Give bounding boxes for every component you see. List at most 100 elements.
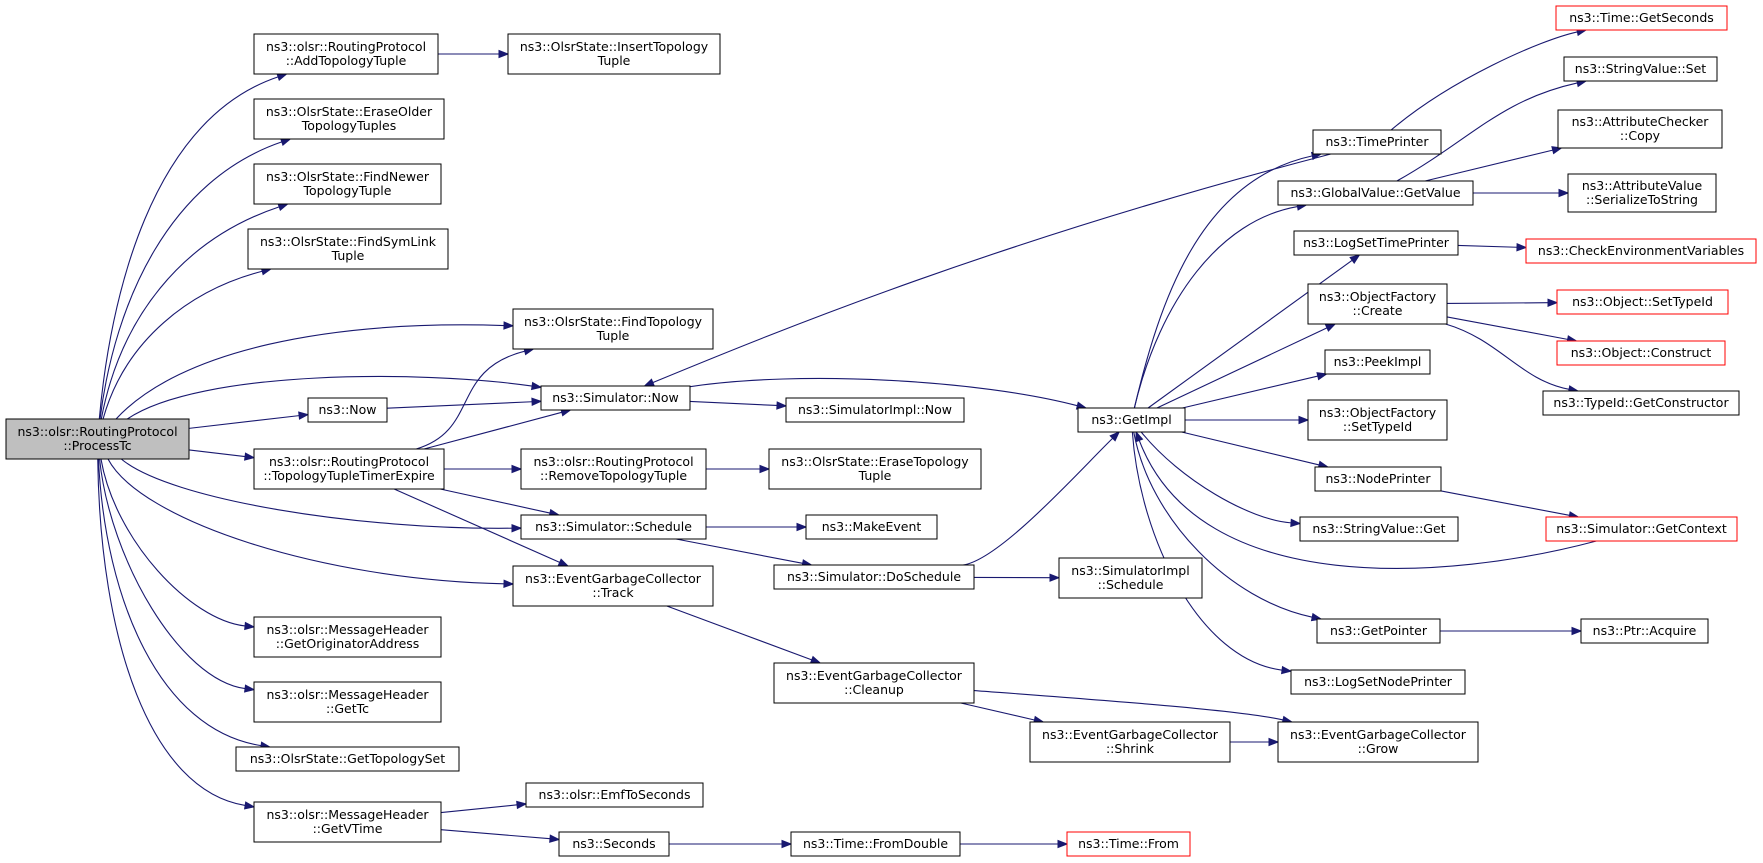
node-box	[307, 397, 388, 423]
node-time-get-seconds[interactable]: ns3::Time::GetSeconds	[1555, 5, 1728, 31]
node-object-factory-set-type-id[interactable]: ns3::ObjectFactory::SetTypeId	[1307, 399, 1448, 441]
node-object-factory-create[interactable]: ns3::ObjectFactory::Create	[1307, 283, 1448, 325]
edge-line	[1440, 490, 1570, 516]
edge-line	[100, 458, 246, 627]
node-egc-cleanup[interactable]: ns3::EventGarbageCollector::Cleanup	[773, 662, 975, 704]
node-label: ns3::OlsrState::EraseOlder	[266, 104, 433, 119]
edge-line	[1424, 149, 1553, 182]
call-edge	[1135, 430, 1597, 569]
node-get-originator-address[interactable]: ns3::olsr::MessageHeader::GetOriginatorA…	[253, 616, 442, 658]
node-box	[1557, 109, 1723, 149]
node-box	[768, 448, 982, 490]
edge-line	[100, 206, 280, 420]
node-seconds[interactable]: ns3::Seconds	[558, 831, 670, 857]
node-ptr-acquire[interactable]: ns3::Ptr::Acquire	[1580, 618, 1709, 644]
call-edge	[440, 829, 561, 843]
node-string-value-get[interactable]: ns3::StringValue::Get	[1299, 516, 1459, 542]
arrowhead	[1057, 839, 1069, 849]
node-string-value-set[interactable]: ns3::StringValue::Set	[1563, 56, 1718, 82]
node-emf-to-seconds[interactable]: ns3::olsr::EmfToSeconds	[525, 782, 704, 808]
node-simulator-impl-now[interactable]: ns3::SimulatorImpl::Now	[785, 397, 965, 423]
node-get-pointer[interactable]: ns3::GetPointer	[1316, 618, 1441, 644]
node-object-construct[interactable]: ns3::Object::Construct	[1556, 340, 1726, 366]
arrowhead	[643, 378, 655, 387]
node-get-impl[interactable]: ns3::GetImpl	[1077, 407, 1186, 433]
node-topology-tuple-timer-expire[interactable]: ns3::olsr::RoutingProtocol::TopologyTupl…	[253, 448, 445, 490]
call-edge	[102, 267, 273, 420]
node-time-printer[interactable]: ns3::TimePrinter	[1312, 129, 1442, 155]
node-label: ::Grow	[1358, 741, 1399, 756]
arrowhead	[511, 464, 523, 474]
node-now[interactable]: ns3::Now	[307, 397, 388, 423]
node-make-event[interactable]: ns3::MakeEvent	[805, 514, 938, 540]
node-box	[253, 681, 442, 723]
call-edge	[188, 449, 256, 461]
node-box	[507, 33, 721, 75]
node-box	[1542, 390, 1740, 416]
node-object-set-type-id[interactable]: ns3::Object::SetTypeId	[1556, 289, 1729, 315]
node-node-printer[interactable]: ns3::NodePrinter	[1314, 466, 1442, 492]
node-do-schedule[interactable]: ns3::Simulator::DoSchedule	[773, 564, 975, 590]
node-process-tc[interactable]: ns3::olsr::RoutingProtocol::ProcessTc	[5, 418, 190, 460]
node-get-topology-set[interactable]: ns3::OlsrState::GetTopologySet	[235, 746, 460, 772]
node-attribute-checker-copy[interactable]: ns3::AttributeChecker::Copy	[1557, 109, 1723, 149]
node-simulator-schedule[interactable]: ns3::Simulator::Schedule	[520, 514, 707, 540]
call-edge	[1446, 316, 1578, 344]
arrowhead	[557, 558, 570, 567]
node-box	[1567, 173, 1717, 213]
edge-line	[393, 488, 560, 563]
arrowhead	[503, 579, 515, 589]
edge-line	[416, 350, 525, 450]
node-time-from[interactable]: ns3::Time::From	[1066, 831, 1191, 857]
node-get-tc[interactable]: ns3::olsr::MessageHeader::GetTc	[253, 681, 442, 723]
node-egc-track[interactable]: ns3::EventGarbageCollector::Track	[512, 565, 714, 607]
arrowhead	[279, 138, 292, 147]
call-edge	[1133, 202, 1308, 409]
node-check-env-vars[interactable]: ns3::CheckEnvironmentVariables	[1525, 238, 1757, 264]
node-label: ns3::GetPointer	[1330, 623, 1428, 638]
node-log-set-time-printer[interactable]: ns3::LogSetTimePrinter	[1293, 230, 1459, 256]
node-remove-topology-tuple[interactable]: ns3::olsr::RoutingProtocol::RemoveTopolo…	[520, 448, 707, 490]
node-add-topology-tuple[interactable]: ns3::olsr::RoutingProtocol::AddTopologyT…	[253, 33, 439, 75]
node-box	[253, 616, 442, 658]
node-box	[1277, 721, 1479, 763]
node-label: ::SerializeToString	[1586, 192, 1698, 207]
node-peek-impl[interactable]: ns3::PeekImpl	[1324, 349, 1431, 375]
node-egc-shrink[interactable]: ns3::EventGarbageCollector::Shrink	[1029, 721, 1231, 763]
arrowhead	[1324, 323, 1337, 332]
arrowhead	[276, 73, 288, 82]
node-box	[253, 33, 439, 75]
arrowhead	[796, 522, 808, 532]
edge-line	[423, 411, 562, 450]
node-type-id-get-constructor[interactable]: ns3::TypeId::GetConstructor	[1542, 390, 1740, 416]
edge-line	[973, 689, 1284, 721]
edge-line	[675, 538, 803, 564]
node-label: ns3::EventGarbageCollector	[1290, 727, 1467, 742]
node-box	[1580, 618, 1709, 644]
edge-line	[107, 458, 505, 585]
node-time-from-double[interactable]: ns3::Time::FromDouble	[790, 831, 961, 857]
node-label: ns3::NodePrinter	[1325, 471, 1431, 486]
node-simulator-get-context[interactable]: ns3::Simulator::GetContext	[1545, 516, 1738, 542]
node-box	[1312, 129, 1442, 155]
node-simulator-now[interactable]: ns3::Simulator::Now	[540, 385, 691, 411]
arrowhead	[516, 800, 528, 810]
node-get-v-time[interactable]: ns3::olsr::MessageHeader::GetVTime	[253, 801, 442, 843]
node-simulator-impl-schedule[interactable]: ns3::SimulatorImpl::Schedule	[1058, 557, 1203, 599]
node-global-value-get-value[interactable]: ns3::GlobalValue::GetValue	[1277, 180, 1474, 206]
node-attribute-value-serialize[interactable]: ns3::AttributeValue::SerializeToString	[1567, 173, 1717, 213]
call-edge	[666, 605, 822, 664]
edge-line	[440, 488, 551, 514]
node-log-set-node-printer[interactable]: ns3::LogSetNodePrinter	[1290, 669, 1466, 695]
arrowhead	[503, 321, 515, 330]
arrowhead	[530, 381, 543, 391]
node-label: ns3::AttributeValue	[1582, 178, 1703, 193]
node-egc-grow[interactable]: ns3::EventGarbageCollector::Grow	[1277, 721, 1479, 763]
node-box	[790, 831, 961, 857]
